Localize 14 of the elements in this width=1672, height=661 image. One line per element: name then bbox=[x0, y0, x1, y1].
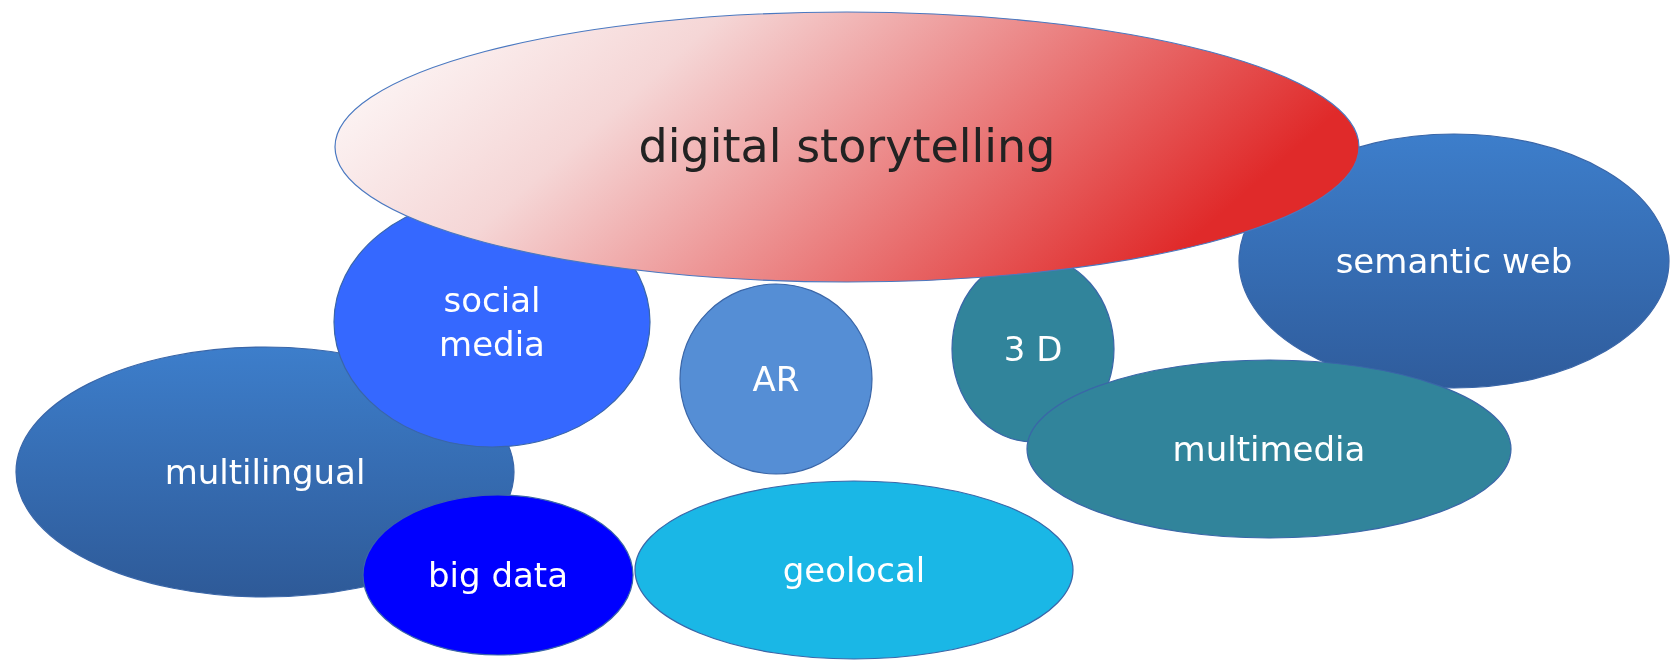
bubble-label: 3 D bbox=[1002, 327, 1064, 371]
bubble-label: AR bbox=[751, 357, 801, 401]
ellipse-bubble bbox=[634, 480, 1074, 660]
ellipse-bubble bbox=[362, 494, 634, 656]
bubble-label: multimedia bbox=[1171, 427, 1367, 471]
bubble-label: semantic web bbox=[1334, 239, 1574, 283]
ellipse-bubble bbox=[1238, 133, 1670, 389]
bubble-label: social media bbox=[438, 278, 546, 366]
bubble-label: digital storytelling bbox=[637, 118, 1057, 176]
bubble-label: big data bbox=[427, 553, 569, 597]
ellipse-bubble bbox=[679, 283, 873, 475]
bubble-label: multilingual bbox=[163, 450, 367, 494]
ellipse-bubble bbox=[1026, 359, 1512, 539]
bubble-label: geolocal bbox=[781, 548, 927, 592]
